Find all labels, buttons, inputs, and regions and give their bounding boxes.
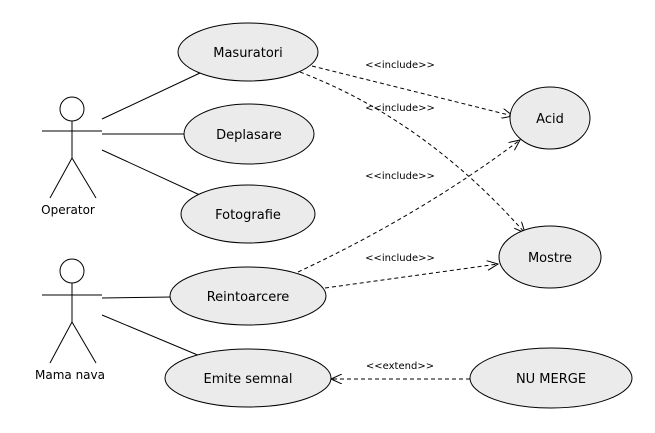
actor-operator-leg-right bbox=[71, 157, 97, 199]
use-case-fotografie-label: Fotografie bbox=[215, 208, 281, 223]
association-mama-reintoarcere bbox=[101, 296, 173, 299]
actor-operator-leg-left bbox=[49, 157, 73, 199]
use-case-nu-merge-label: NU MERGE bbox=[516, 372, 586, 387]
actor-operator-label: Operator bbox=[41, 203, 95, 217]
use-case-reintoarcere-shape bbox=[169, 266, 327, 326]
use-case-masuratori-shape bbox=[177, 22, 319, 82]
use-case-emite-semnal-label: Emite semnal bbox=[204, 372, 293, 387]
actor-operator-head bbox=[59, 96, 85, 122]
stereotype-label-1: <<include>> bbox=[365, 60, 435, 71]
use-case-deplasare[interactable]: Deplasare bbox=[183, 103, 315, 165]
use-case-nu-merge-shape bbox=[469, 347, 633, 409]
use-case-acid[interactable]: Acid bbox=[509, 86, 591, 150]
association-operator-fotografie bbox=[101, 149, 203, 197]
actor-operator[interactable]: Operator bbox=[41, 96, 102, 217]
include-masuratori-mostre bbox=[299, 71, 525, 233]
use-case-reintoarcere[interactable]: Reintoarcere bbox=[169, 266, 327, 326]
use-case-acid-label: Acid bbox=[536, 112, 564, 127]
stereotype-label-5: <<extend>> bbox=[366, 361, 434, 372]
use-case-deplasare-shape bbox=[183, 103, 315, 165]
use-case-acid-shape bbox=[509, 86, 591, 150]
association-operator-masuratori bbox=[101, 72, 201, 120]
use-case-masuratori-label: Masuratori bbox=[213, 46, 283, 61]
actor-mama-nava-head bbox=[59, 258, 85, 284]
stereotype-label-3: <<include>> bbox=[365, 171, 435, 182]
association-mama-emite bbox=[101, 314, 201, 357]
use-case-emite-semnal-shape bbox=[164, 348, 332, 408]
actor-mama-nava-leg-right bbox=[71, 321, 97, 364]
stereotype-label-2: <<include>> bbox=[365, 103, 435, 114]
actor-mama-nava[interactable]: Mama nava bbox=[35, 258, 105, 382]
use-case-deplasare-label: Deplasare bbox=[216, 128, 282, 143]
actor-mama-nava-label: Mama nava bbox=[35, 368, 105, 382]
actor-mama-nava-leg-left bbox=[49, 321, 73, 364]
include-reintoarcere-acid bbox=[297, 140, 520, 273]
use-case-masuratori[interactable]: Masuratori bbox=[177, 22, 319, 82]
use-case-mostre[interactable]: Mostre bbox=[498, 225, 602, 289]
use-case-emite-semnal[interactable]: Emite semnal bbox=[164, 348, 332, 408]
use-case-mostre-label: Mostre bbox=[528, 251, 572, 266]
use-case-reintoarcere-label: Reintoarcere bbox=[207, 290, 290, 305]
stereotype-label-4: <<include>> bbox=[365, 253, 435, 264]
use-case-mostre-shape bbox=[498, 225, 602, 289]
use-case-fotografie-shape bbox=[180, 184, 316, 244]
use-case-fotografie[interactable]: Fotografie bbox=[180, 184, 316, 244]
use-case-nu-merge[interactable]: NU MERGE bbox=[469, 347, 633, 409]
include-reintoarcere-mostre bbox=[324, 264, 498, 289]
